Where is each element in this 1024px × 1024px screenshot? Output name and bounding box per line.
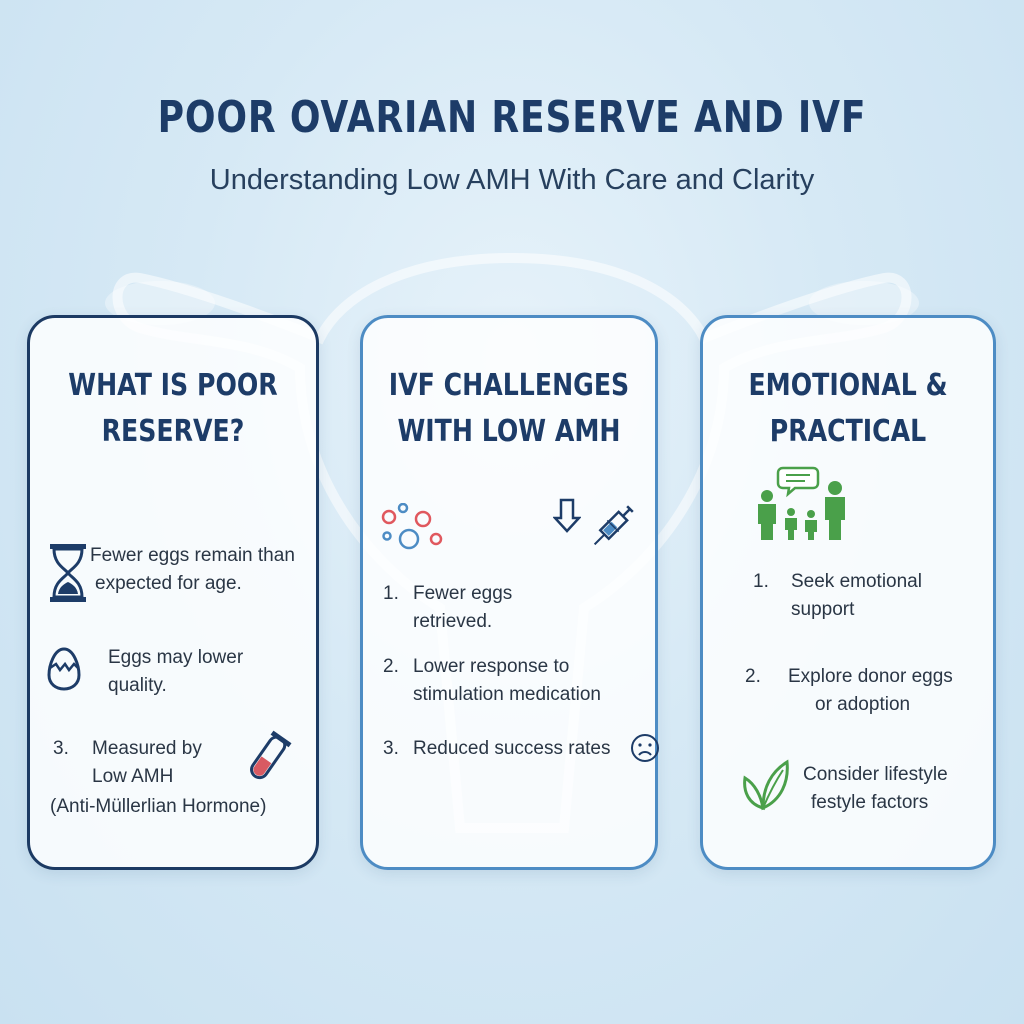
item-retrieved-line1: Fewer eggs	[413, 583, 513, 604]
item-fewer-eggs-line2: expected for age.	[95, 573, 242, 594]
hourglass-icon	[50, 544, 86, 602]
item-amh-line1: Measured by	[92, 738, 202, 759]
page-title: POOR OVARIAN RESERVE AND IVF	[157, 92, 867, 143]
leaf-icon	[743, 759, 789, 811]
item-quality-line1: Eggs may lower	[108, 647, 244, 668]
item-response-line1: Lower response to	[413, 656, 570, 677]
card-title-line2: RESERVE?	[101, 414, 245, 449]
page-subtitle: Understanding Low AMH With Care and Clar…	[209, 164, 815, 196]
card-emotional-practical: EMOTIONAL & PRACTICAL 1. Seek emotional …	[700, 315, 996, 870]
item-donor-line2: or adoption	[815, 694, 911, 715]
egg-cells-icon	[381, 503, 443, 550]
item-donor-line1: Explore donor eggs	[788, 666, 953, 687]
syringe-icon	[593, 505, 634, 546]
family-support-icon	[758, 466, 845, 540]
card-title-line1: WHAT IS POOR	[68, 368, 278, 403]
cracked-egg-icon	[47, 647, 81, 691]
item-amh-number: 3.	[53, 738, 69, 759]
card-ivf-challenges: IVF CHALLENGES WITH LOW AMH 1. Fewer egg…	[360, 315, 659, 870]
card-title-line2: PRACTICAL	[769, 414, 927, 449]
card-what-is-poor-reserve: WHAT IS POOR RESERVE? Fewer eggs remain …	[27, 315, 319, 870]
item-retrieved-number: 1.	[383, 583, 399, 604]
sad-face-icon	[631, 734, 659, 762]
item-lifestyle-line1: Consider lifestyle	[803, 764, 948, 785]
item-support-line1: Seek emotional	[791, 571, 922, 592]
item-success-number: 3.	[383, 738, 399, 759]
test-tube-icon	[250, 730, 292, 780]
item-success-line1: Reduced success rates	[413, 738, 611, 759]
item-lifestyle-line2: festyle factors	[811, 792, 929, 813]
item-amh-line3: (Anti-Müllerlian Hormone)	[50, 796, 267, 817]
item-retrieved-line2: retrieved.	[413, 611, 493, 632]
item-response-line2: stimulation medication	[413, 684, 601, 705]
card-title-line1: IVF CHALLENGES	[388, 368, 630, 403]
card-title-line2: WITH LOW AMH	[397, 414, 621, 449]
down-arrow-icon	[553, 498, 581, 533]
item-amh-line2: Low AMH	[92, 766, 174, 787]
card-title-line1: EMOTIONAL &	[748, 368, 948, 403]
item-quality-line2: quality.	[108, 675, 167, 696]
item-support-number: 1.	[753, 571, 769, 592]
item-fewer-eggs-line1: Fewer eggs remain than	[90, 545, 295, 566]
item-donor-number: 2.	[745, 666, 761, 687]
item-support-line2: support	[791, 599, 855, 620]
item-response-number: 2.	[383, 656, 399, 677]
